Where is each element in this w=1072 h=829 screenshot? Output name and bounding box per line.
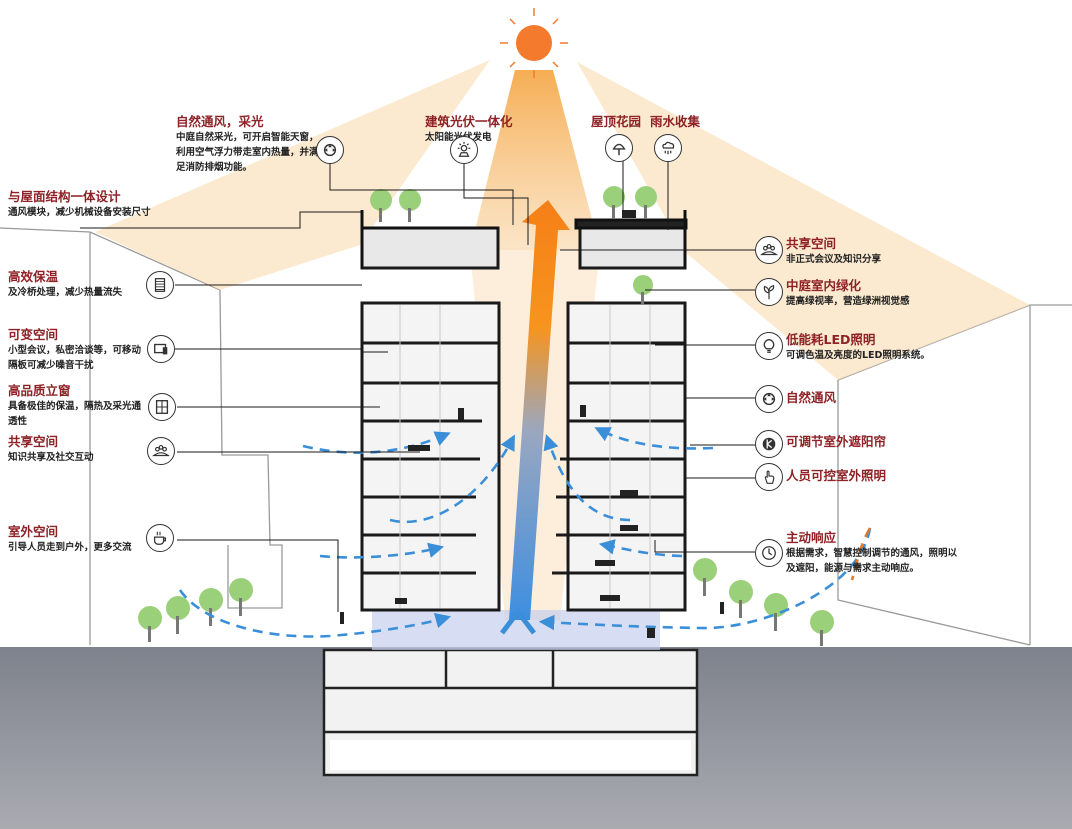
- label-atrium-green: 中庭室内绿化 提高绿视率，营造绿洲视觉感: [786, 278, 956, 309]
- sun-icon: [500, 8, 568, 78]
- label-title: 共享空间: [786, 236, 837, 251]
- label-desc: 非正式会议及知识分享: [786, 254, 882, 265]
- rain-cloud-icon: [654, 134, 682, 162]
- label-desc: 知识共享及社交互动: [8, 452, 94, 463]
- lightbulb-icon: [755, 332, 783, 360]
- label-desc: 具备极佳的保温，隔热及采光通透性: [8, 401, 142, 427]
- label-desc: 根据需求，智慧控制调节的通风，照明以及遮阳，能源与需求主动响应。: [786, 548, 958, 574]
- partition-icon: [147, 335, 175, 363]
- coffee-cup-icon: [146, 524, 174, 552]
- window-icon: [148, 393, 176, 421]
- label-shading: 可调节室外遮阳帘: [786, 434, 886, 450]
- label-roof-garden: 屋顶花园: [591, 114, 641, 130]
- label-rain: 雨水收集: [650, 114, 700, 130]
- people-group-icon: [755, 236, 783, 264]
- label-outdoor: 室外空间 引导人员走到户外，更多交流: [8, 524, 148, 555]
- insulation-icon: [146, 271, 174, 299]
- label-desc: 引导人员走到户外，更多交流: [8, 542, 132, 553]
- people: [340, 210, 724, 638]
- label-desc: 通风模块，减少机械设备安装尺寸: [8, 207, 151, 218]
- label-title: 人员可控室外照明: [786, 468, 887, 483]
- label-title: 室外空间: [8, 524, 59, 539]
- warm-airflow: [850, 527, 872, 581]
- label-natural-vent-light: 自然通风，采光 中庭自然采光，可开启智能天窗，利用空气浮力带走室内热量，并满足消…: [176, 114, 326, 175]
- label-outdoor-light: 人员可控室外照明: [786, 468, 886, 484]
- label-desc: 小型会议，私密洽谈等，可移动隔板可减少噪音干扰: [8, 345, 142, 371]
- label-desc: 提高绿视率，营造绿洲视觉感: [786, 296, 910, 307]
- label-desc: 太阳能光伏发电: [425, 130, 545, 145]
- roof-trees: [370, 186, 657, 304]
- leader-lines: [80, 160, 755, 612]
- label-title: 共享空间: [8, 434, 59, 449]
- label-title: 高品质立窗: [8, 383, 71, 398]
- label-title: 建筑光伏一体化: [425, 114, 513, 129]
- plant-icon: [755, 278, 783, 306]
- hand-touch-icon: [755, 463, 783, 491]
- label-led: 低能耗LED照明 可调色温及亮度的LED照明系统。: [786, 332, 956, 363]
- tree-icon: [605, 134, 633, 162]
- label-desc: 中庭自然采光，可开启智能天窗，利用空气浮力带走室内热量，并满足消防排烟功能。: [176, 132, 319, 173]
- label-title: 自然通风: [786, 390, 837, 405]
- label-title: 屋顶花园: [591, 114, 642, 129]
- stack-airflow-arrow: [500, 200, 570, 635]
- label-shared-right: 共享空间 非正式会议及知识分享: [786, 236, 956, 267]
- label-title: 低能耗LED照明: [786, 332, 876, 347]
- label-title: 与屋面结构一体设计: [8, 189, 121, 204]
- label-title: 可变空间: [8, 327, 59, 342]
- ground-trees: [138, 558, 834, 646]
- shading-icon: [755, 430, 783, 458]
- label-title: 主动响应: [786, 530, 837, 545]
- label-shared-left: 共享空间 知识共享及社交互动: [8, 434, 148, 465]
- label-window: 高品质立窗 具备极佳的保温，隔热及采光通透性: [8, 383, 148, 429]
- clock-icon: [755, 539, 783, 567]
- dashed-airflow: [178, 427, 872, 638]
- label-title: 可调节室外遮阳帘: [786, 434, 887, 449]
- solar-panel-icon: [450, 136, 478, 164]
- label-desc: 可调色温及亮度的LED照明系统。: [786, 350, 930, 361]
- label-active: 主动响应 根据需求，智慧控制调节的通风，照明以及遮阳，能源与需求主动响应。: [786, 530, 958, 576]
- roof: [360, 210, 688, 268]
- building-tower: [360, 226, 687, 612]
- label-title: 雨水收集: [650, 114, 701, 129]
- people-group-icon: [147, 437, 175, 465]
- basement: [322, 648, 699, 777]
- label-pv: 建筑光伏一体化 太阳能光伏发电: [425, 114, 545, 145]
- label-desc: 及冷桥处理，减少热量流失: [8, 287, 123, 298]
- label-title: 中庭室内绿化: [786, 278, 862, 293]
- label-flexible: 可变空间 小型会议，私密洽谈等，可移动隔板可减少噪音干扰: [8, 327, 148, 373]
- label-title: 自然通风，采光: [176, 114, 264, 129]
- label-roof-integration: 与屋面结构一体设计 通风模块，减少机械设备安装尺寸: [8, 189, 153, 220]
- label-nat-vent: 自然通风: [786, 390, 836, 406]
- ventilation-icon: [316, 136, 344, 164]
- label-insulation: 高效保温 及冷桥处理，减少热量流失: [8, 269, 148, 300]
- ventilation-icon: [755, 385, 783, 413]
- label-title: 高效保温: [8, 269, 59, 284]
